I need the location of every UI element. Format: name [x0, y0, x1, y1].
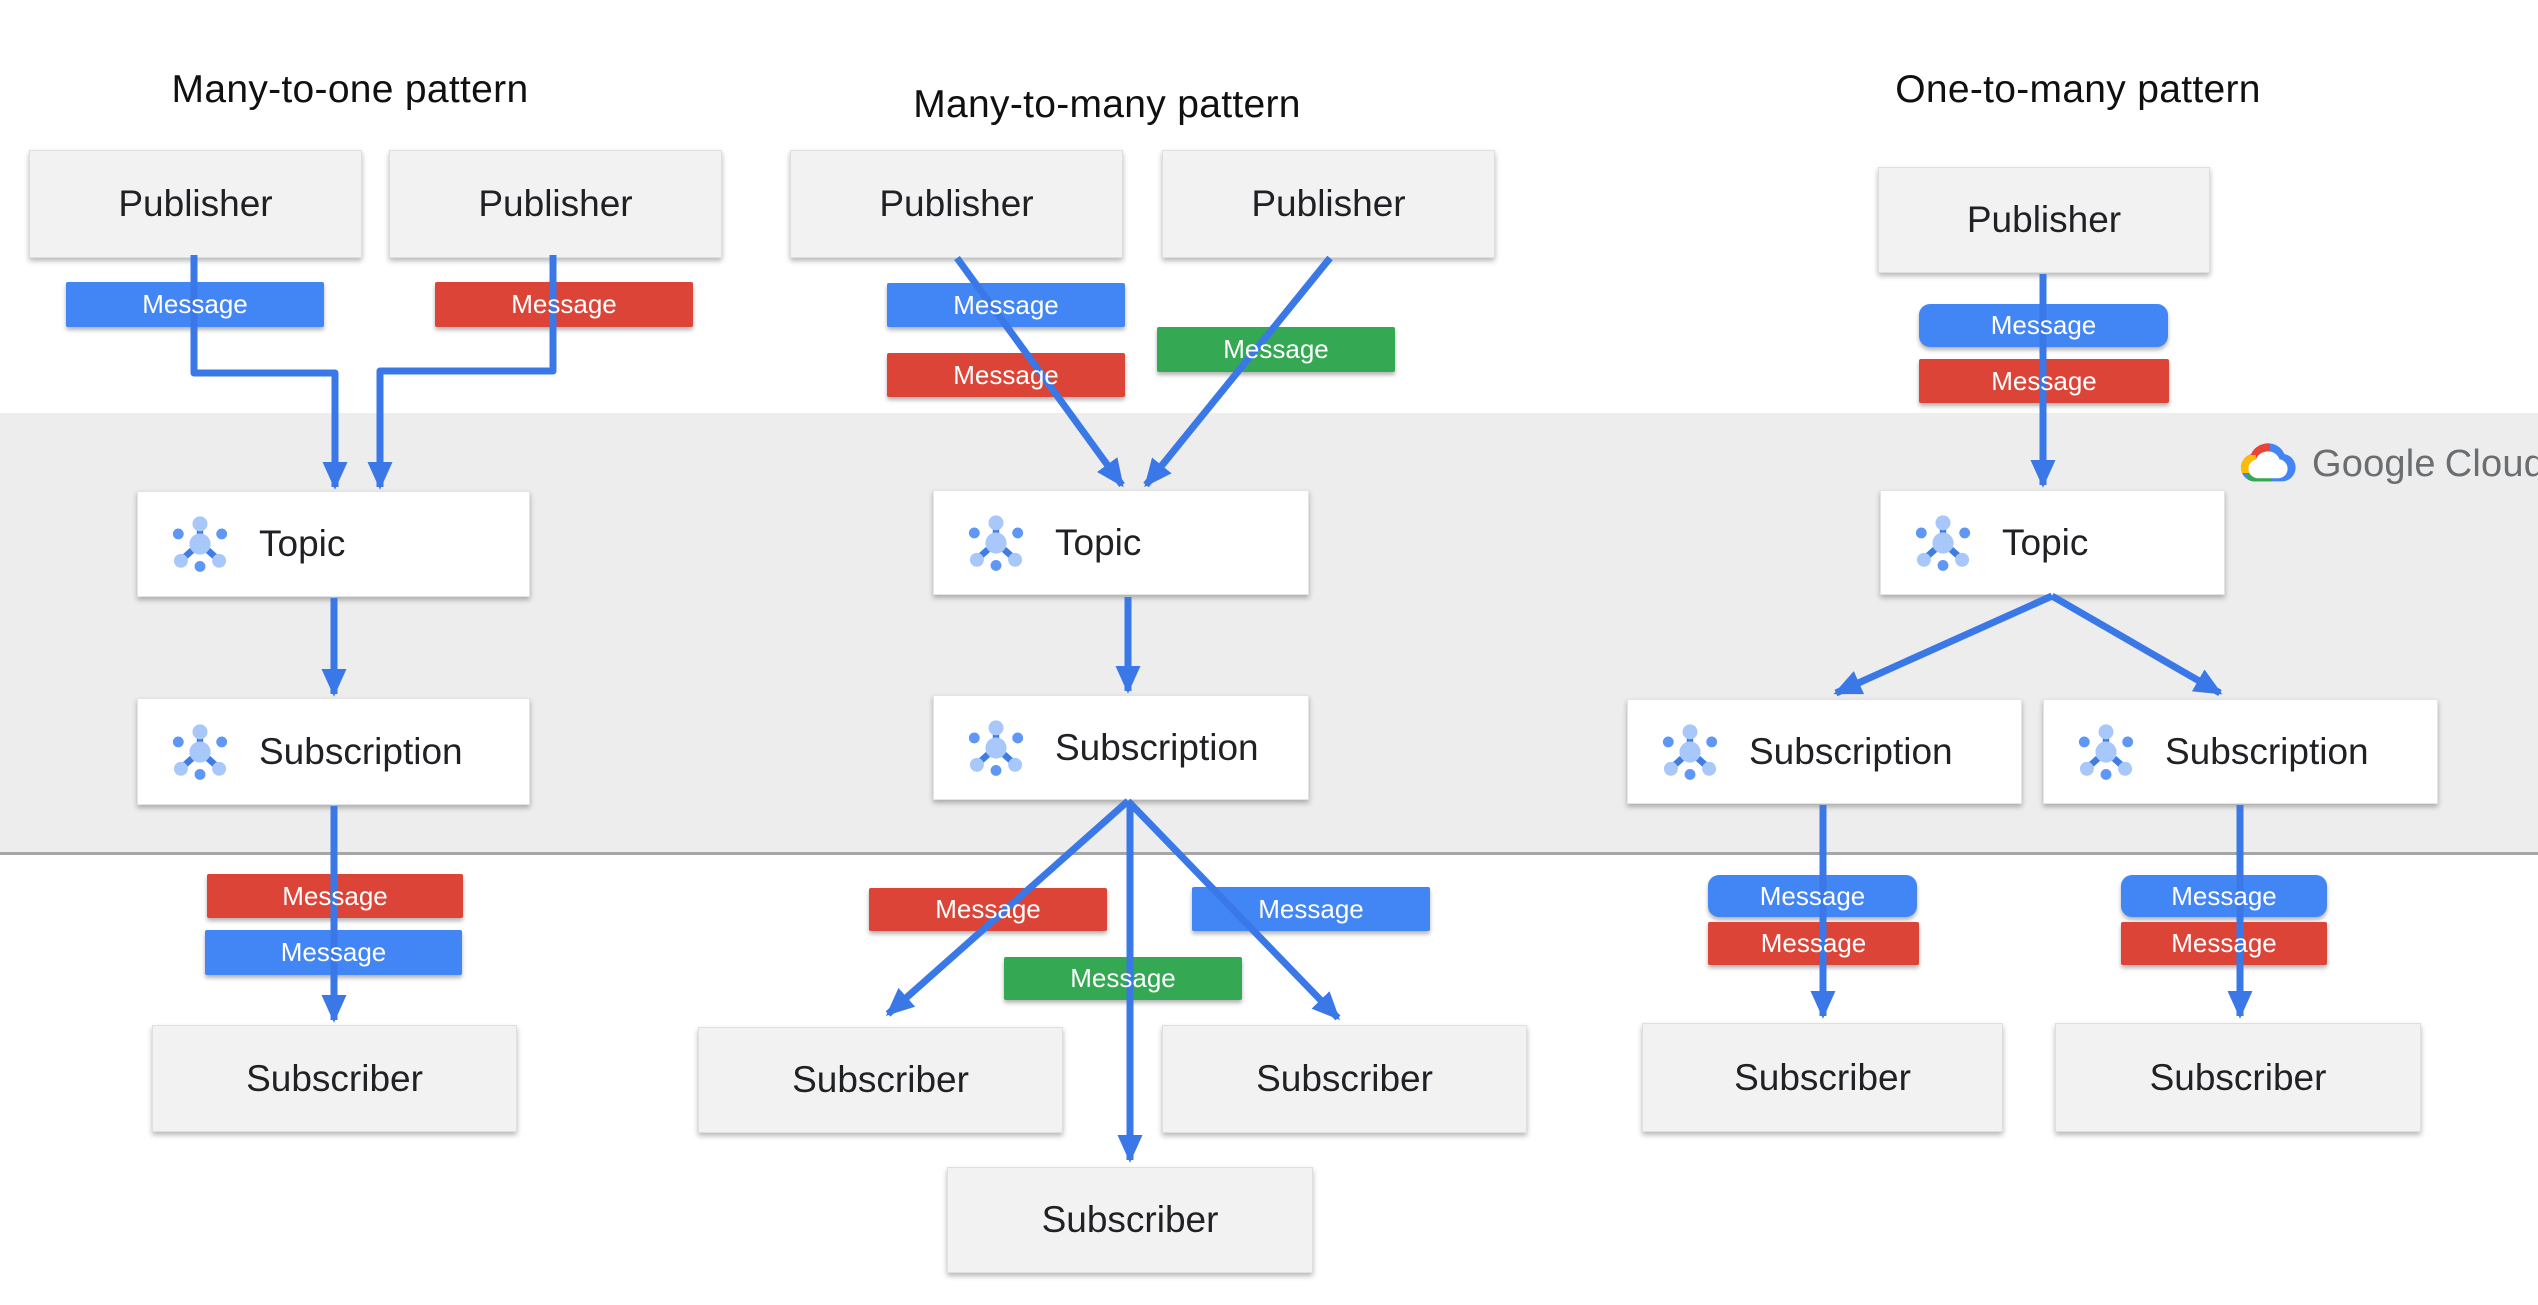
pattern1-publisher-1: Publisher [29, 150, 362, 258]
pattern3-subscription-left: Subscription [1627, 699, 2022, 804]
pattern2-message-green-bottom: Message [1004, 957, 1242, 1000]
pattern1-message-red-top: Message [435, 282, 693, 327]
pubsub-topic-icon [168, 513, 232, 575]
pattern2-subscriber-right: Subscriber [1162, 1025, 1527, 1133]
pattern3-title: One-to-many pattern [1895, 68, 2261, 111]
pattern3-subscriber-right: Subscriber [2055, 1023, 2421, 1132]
google-cloud-icon [2241, 443, 2296, 482]
pattern1-subscription: Subscription [137, 698, 530, 805]
pattern3-message-red-top: Message [1919, 359, 2169, 403]
pubsub-subscription-icon [964, 717, 1028, 779]
pubsub-topic-icon [1911, 512, 1975, 574]
pattern2-topic: Topic [933, 490, 1309, 595]
pattern1-message-blue-top: Message [66, 282, 324, 327]
pubsub-subscription-icon [168, 721, 232, 783]
pattern2-message-blue-bottom: Message [1192, 887, 1430, 931]
pattern2-subscription: Subscription [933, 695, 1309, 800]
pubsub-subscription-icon [1658, 721, 1722, 783]
pattern3-message-blue-top: Message [1919, 304, 2168, 347]
pattern1-publisher-2: Publisher [389, 150, 722, 258]
pattern3-topic: Topic [1880, 490, 2225, 595]
pattern3-message-red-left: Message [1708, 922, 1919, 965]
pattern1-message-red-bottom: Message [207, 874, 463, 918]
pattern2-publisher-2: Publisher [1162, 150, 1495, 258]
pattern3-publisher: Publisher [1878, 167, 2210, 273]
pattern3-message-blue-left: Message [1708, 875, 1917, 917]
pattern2-message-green-top: Message [1157, 327, 1395, 372]
pattern1-message-blue-bottom: Message [205, 930, 462, 975]
pubsub-subscription-icon [2074, 721, 2138, 783]
pattern2-message-red-bottom: Message [869, 888, 1107, 931]
pubsub-topic-icon [964, 512, 1028, 574]
pattern2-subscriber-left: Subscriber [698, 1027, 1063, 1133]
pattern2-subscriber-bottom: Subscriber [947, 1167, 1313, 1273]
pattern2-publisher-1: Publisher [790, 150, 1123, 258]
pattern1-subscriber: Subscriber [152, 1025, 517, 1132]
pattern2-message-red-top: Message [887, 353, 1125, 397]
pattern3-message-blue-right: Message [2121, 875, 2327, 917]
pattern2-message-blue-top: Message [887, 283, 1125, 327]
pattern3-subscription-right: Subscription [2043, 699, 2438, 804]
pattern3-subscriber-left: Subscriber [1642, 1023, 2003, 1132]
pattern3-message-red-right: Message [2121, 922, 2327, 965]
pattern1-topic: Topic [137, 491, 530, 597]
pattern1-title: Many-to-one pattern [171, 68, 529, 111]
pattern2-title: Many-to-many pattern [913, 83, 1301, 126]
